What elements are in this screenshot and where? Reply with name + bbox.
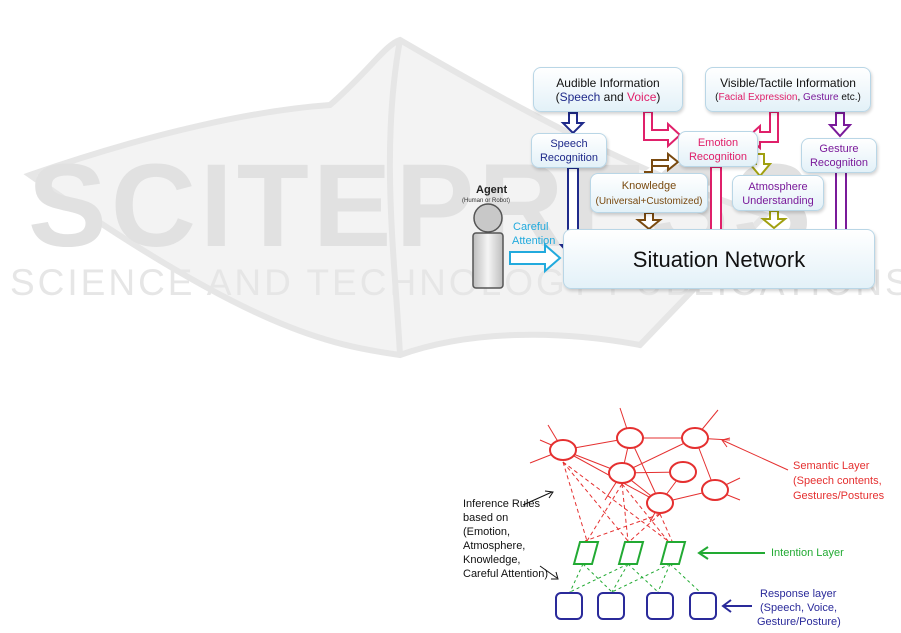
knowledge-line1: Knowledge (621, 180, 677, 192)
semantic-node (616, 427, 644, 449)
careful-attention-line2: Attention (512, 235, 556, 247)
agent-label: Agent (476, 184, 508, 196)
response-layer-line2: (Speech, Voice, (760, 602, 838, 614)
audible-subtitle: (Speech and Voice) (534, 90, 682, 104)
emotion-recognition-line1: Emotion (697, 137, 739, 149)
inference-rules-line6: Careful Attention) (463, 568, 548, 580)
semantic-node (646, 492, 674, 514)
speech-recognition-box: Speech Recognition (531, 133, 607, 168)
visible-tactile-information-box: Visible/Tactile Information (Facial Expr… (705, 67, 871, 112)
gesture-recognition-line1: Gesture (819, 143, 859, 155)
audible-information-box: Audible Information (Speech and Voice) (533, 67, 683, 112)
knowledge-line2: (Universal+Customized) (595, 196, 703, 207)
arrow-knowledge-to-emotion (644, 151, 680, 173)
visible-etc: etc.) (838, 92, 861, 103)
semantic-node (701, 479, 729, 501)
semantic-layer-line1: Semantic Layer (793, 460, 870, 472)
arrow-attention-to-situation (509, 242, 562, 274)
intention-layer-label: Intention Layer (771, 547, 844, 559)
atmosphere-line1: Atmosphere (748, 181, 808, 193)
response-node (597, 592, 625, 620)
semantic-node (669, 461, 697, 483)
speech-recognition-line2: Recognition (539, 152, 599, 164)
agent-head-icon (473, 203, 503, 233)
audible-title: Audible Information (556, 76, 660, 90)
situation-network-label: Situation Network (632, 247, 806, 272)
agent-body-icon (472, 232, 504, 289)
response-layer-line1: Response layer (760, 588, 837, 600)
visible-subtitle: (Facial Expression, Gesture etc.) (706, 92, 870, 103)
semantic-node (549, 439, 577, 461)
gesture-recognition-line2: Recognition (809, 157, 869, 169)
situation-network-box: Situation Network (563, 229, 875, 289)
audible-speech: Speech (559, 90, 601, 104)
inference-rules-line4: Atmosphere, (463, 540, 526, 552)
emotion-recognition-box: Emotion Recognition (678, 131, 758, 167)
agent-sublabel: (Human or Robot) (462, 198, 511, 204)
arrow-audible-to-speech (560, 112, 586, 135)
visible-comma: , (797, 92, 803, 103)
inference-rules-line3: (Emotion, (463, 526, 511, 538)
atmosphere-line2: Understanding (742, 195, 814, 207)
visible-facial: Facial Expression (718, 92, 798, 103)
audible-open: ( (555, 90, 560, 104)
response-node (689, 592, 717, 620)
atmosphere-understanding-box: Atmosphere Understanding (732, 175, 824, 211)
gesture-recognition-box: Gesture Recognition (801, 138, 877, 173)
careful-attention-line1: Careful (513, 221, 549, 233)
audible-and: and (600, 90, 628, 104)
semantic-layer-line3: Gestures/Postures (793, 490, 885, 502)
emotion-recognition-line2: Recognition (688, 151, 748, 163)
arrow-atmosphere-to-situation (760, 210, 788, 230)
audible-voice: Voice (627, 90, 657, 104)
intention-node (659, 541, 687, 565)
intention-node (617, 541, 645, 565)
speech-recognition-line1: Speech (550, 138, 588, 150)
response-node (555, 592, 583, 620)
audible-close: ) (656, 90, 661, 104)
arrow-knowledge-to-situation (635, 212, 663, 231)
response-node (646, 592, 674, 620)
arrow-audible-to-emotion (643, 111, 682, 149)
intention-node (572, 541, 600, 565)
semantic-layer-line2: (Speech contents, (793, 475, 882, 487)
visible-open: ( (715, 92, 719, 103)
semantic-node (608, 462, 636, 484)
semantic-node (681, 427, 709, 449)
inference-rules-line5: Knowledge, (463, 554, 521, 566)
knowledge-box: Knowledge (Universal+Customized) (590, 173, 708, 213)
visible-title: Visible/Tactile Information (720, 76, 856, 90)
arrow-visible-to-gesture (827, 112, 853, 138)
response-layer-line3: Gesture/Posture) (757, 616, 841, 628)
inference-rules-line1: Inference Rules (463, 498, 541, 510)
inference-rules-line2: based on (463, 512, 509, 524)
visible-gesture: Gesture (803, 92, 839, 103)
